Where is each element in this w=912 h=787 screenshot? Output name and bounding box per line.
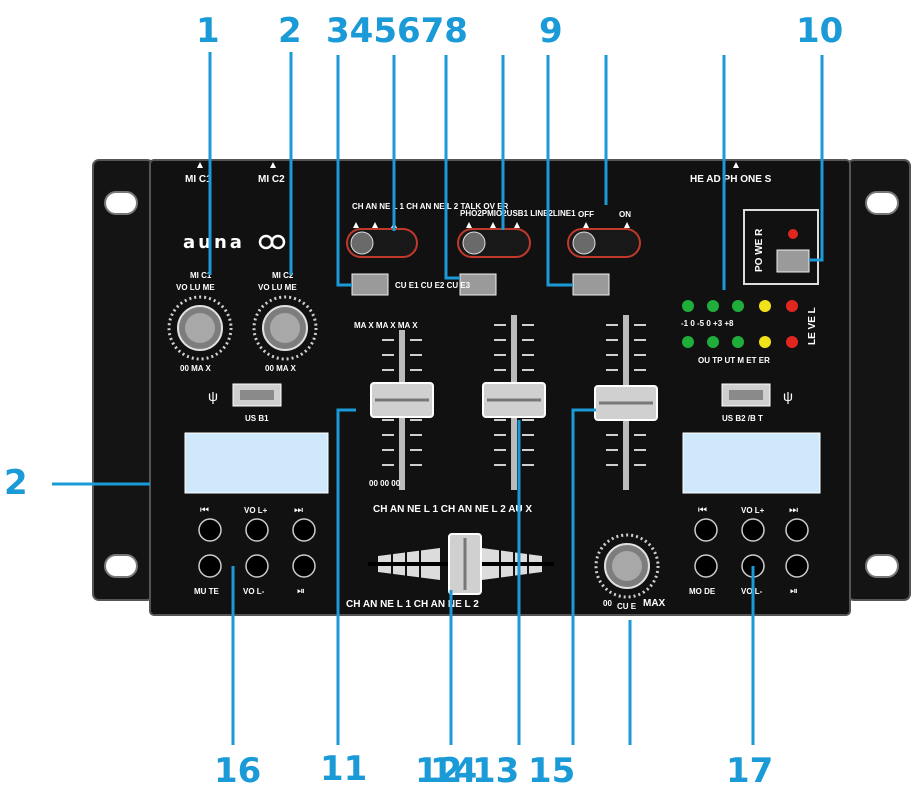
callout-3-8: 345678 [326,11,468,51]
right-mode-button[interactable] [694,554,718,578]
cue1-button[interactable] [351,273,389,296]
left-play-pause-button[interactable] [292,554,316,578]
cue-max-label: MAX [643,598,666,609]
callout-10: 10 [796,11,843,51]
talkover-switch[interactable] [567,222,641,258]
mic2-socket-marker [270,162,276,168]
left-mute-button[interactable] [198,554,222,578]
selector-title: CH AN NE L 1 CH AN NE L 2 TALK OV ER [352,202,509,211]
usb2-label: US B2 /B T [722,414,763,423]
usb-icon: ψ [208,388,218,404]
power-led-icon [788,229,798,239]
callout-14: 14 [430,751,477,787]
usb-icon: ψ [783,388,793,404]
mic1-socket-label: MI C1 [185,174,212,185]
callout-11: 11 [320,749,367,787]
mic1-socket-marker [197,162,203,168]
right-play-pause-button[interactable] [785,554,809,578]
mic2-socket-label: MI C2 [258,174,285,185]
level-scale-label: -1 0 -5 0 +3 +8 [681,319,734,328]
output-meter-label: OU TP UT M ET ER [698,356,770,365]
cue3-button[interactable] [572,273,610,296]
cue2-button[interactable] [459,273,497,296]
left-vol-minus-label: VO L- [243,587,265,596]
callout-16: 16 [214,751,261,787]
headphones-socket-marker [733,162,739,168]
next-track-icon: ⏭ [789,505,798,516]
level-label: LE VE L [807,307,818,345]
fader-max-labels: MA X MA X MA X [354,321,418,330]
level-meter: -1 0 -5 0 +3 +8 LE VE L OU TP UT M ET ER [681,300,818,365]
cue-mix-knob[interactable] [594,533,660,599]
mic1-range-label: 00 MA X [180,364,211,373]
power-button[interactable] [776,249,810,273]
prev-track-icon: ⏮ [200,505,209,516]
callout-1: 1 [196,11,220,51]
right-vol-plus-label: VO L+ [741,506,765,515]
talkover-on-label: ON [619,210,631,219]
callout-2: 2 [278,11,302,51]
fader-zero-labels: 00 00 00 [369,479,401,488]
cue-labels: CU E1 CU E2 CU E3 [395,281,471,290]
left-vol-minus-button[interactable] [245,554,269,578]
left-lcd-display [184,432,329,494]
left-prev-button[interactable] [198,518,222,542]
right-bottom-mount-hole [865,554,899,578]
callout-17: 17 [726,751,773,787]
right-rack-ear [847,159,911,601]
mic1-volume-knob[interactable] [167,295,233,361]
right-vol-plus-button[interactable] [741,518,765,542]
prev-track-icon: ⏮ [698,505,707,516]
left-bottom-mount-hole [104,554,138,578]
talkover-off-label: OFF [578,210,594,219]
right-prev-button[interactable] [694,518,718,542]
usb1-label: US B1 [245,414,269,423]
callout-leaders [52,52,824,745]
callout-left-2: 2 [4,463,28,503]
selector-sublabel: PHO2PMIO2USB1 LINE2LINE1 [460,209,576,218]
usb2-port[interactable] [721,383,771,407]
play-pause-icon: ⏯ [297,586,305,597]
brand-logo: auna [183,232,245,253]
mic1-volume-label-b: VO LU ME [176,283,215,292]
play-pause-icon: ⏯ [790,586,798,597]
mic2-range-label: 00 MA X [265,364,296,373]
right-top-mount-hole [865,191,899,215]
callout-12: 12 [415,751,462,787]
right-lcd-display [682,432,821,494]
left-vol-plus-label: VO L+ [244,506,268,515]
mic2-volume-knob[interactable] [252,295,318,361]
fader-channel-names: CH AN NE L 1 CH AN NE L 2 AU X [373,504,532,515]
callout-13: 13 [472,751,519,787]
right-next-button[interactable] [785,518,809,542]
mic2-volume-label-b: VO LU ME [258,283,297,292]
power-label: PO WE R [754,228,765,272]
headphones-label: HE AD PH ONE S [690,174,772,185]
left-next-button[interactable] [292,518,316,542]
mic2-volume-label-a: MI C2 [272,271,294,280]
crossfader-label: CH AN NE L 1 CH AN NE L 2 [346,599,479,610]
left-rack-ear [92,159,154,601]
left-vol-plus-button[interactable] [245,518,269,542]
callout-15: 15 [528,751,575,787]
next-track-icon: ⏭ [294,505,303,516]
callout-9: 9 [539,11,563,51]
channel2-selector-switch[interactable] [457,222,531,258]
mode-label: MO DE [689,587,716,596]
cue-label: CU E [617,602,637,611]
channel1-selector-switch[interactable] [346,222,418,258]
left-top-mount-hole [104,191,138,215]
mic1-volume-label-a: MI C1 [190,271,212,280]
power-section: PO WE R [743,209,819,285]
mute-label: MU TE [194,587,220,596]
cue-min-label: 00 [603,599,612,608]
usb1-port[interactable] [232,383,282,407]
